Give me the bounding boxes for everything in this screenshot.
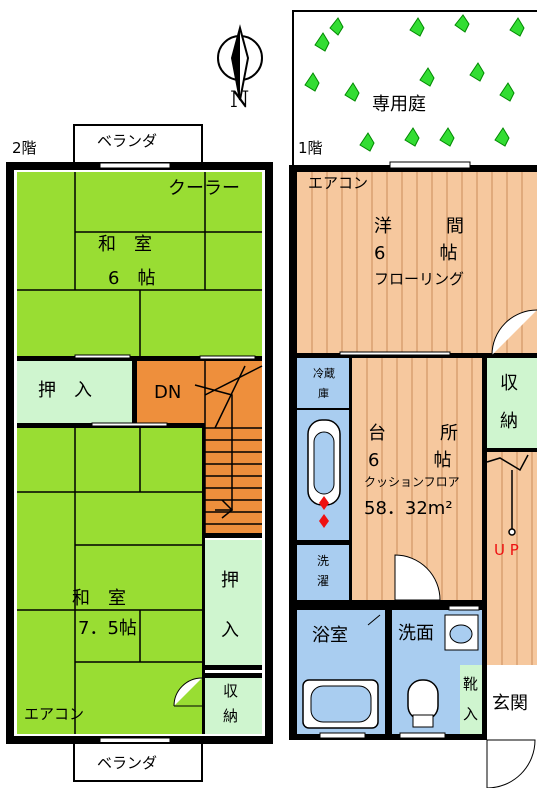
laundry-bottom: 濯: [317, 574, 330, 588]
tree-icon: [329, 17, 344, 36]
washitsu-7-5-size: 7．5帖: [78, 618, 137, 639]
kitchen-line3: クッションフロア: [364, 475, 460, 489]
compass-north-label: N: [230, 88, 250, 113]
bath-label: 浴室: [312, 625, 348, 646]
garden-label: 専用庭: [372, 94, 426, 115]
oshiire-1-label: 押 入: [38, 380, 92, 401]
storage-2f-bottom: 納: [223, 707, 239, 725]
tree-icon: [439, 127, 455, 147]
aircon-2f-label: エアコン: [24, 705, 85, 723]
storage-2f-top: 収: [223, 682, 239, 700]
tree-icon: [494, 127, 510, 147]
aircon-1f-label: エアコン: [308, 174, 369, 192]
washroom-label: 洗面: [398, 623, 434, 644]
tree-icon: [499, 82, 515, 102]
down-label: DN: [154, 382, 182, 403]
tree-icon: [454, 14, 470, 33]
tree-icon: [314, 32, 330, 52]
shoe-storage: [460, 665, 482, 735]
storage-1f-bottom: 納: [500, 411, 518, 432]
tree-icon: [419, 67, 435, 87]
tree-icon: [469, 62, 485, 82]
storage-1f-room: [487, 358, 537, 448]
tree-icon: [404, 127, 420, 147]
laundry-top: 洗: [317, 554, 330, 568]
shoes-bottom: 入: [463, 705, 479, 723]
floor2-label: 2階: [12, 139, 37, 157]
up-label: U P: [494, 541, 519, 559]
area-label: 58．32m²: [364, 498, 453, 519]
washitsu-7-5-name: 和 室: [72, 588, 126, 609]
oshiire-2-bottom: 入: [221, 620, 239, 641]
floor1-label: 1階: [298, 139, 323, 157]
youma-line2: 6 帖: [374, 243, 458, 264]
balcony-bottom-label: ベランダ: [97, 754, 158, 772]
compass-icon: [217, 24, 263, 101]
fridge-top: 冷蔵: [313, 367, 335, 380]
balcony-bottom: ベランダ: [73, 742, 203, 782]
tree-icon: [359, 132, 375, 152]
fridge-area: [297, 358, 349, 408]
youma-line1: 洋 間: [374, 216, 464, 237]
oshiire-2-top: 押: [221, 570, 239, 591]
washitsu-7-5-room: [17, 428, 202, 734]
washitsu-6-size: 6 帖: [108, 268, 156, 289]
storage-2f-room: [205, 678, 262, 734]
tree-icon: [509, 17, 525, 37]
youma-line3: フローリング: [374, 270, 465, 288]
balcony-top: ベランダ: [73, 124, 203, 164]
tree-icon: [304, 72, 320, 92]
laundry-area: [297, 545, 349, 600]
tree-icon: [409, 17, 425, 37]
tree-icon: [344, 82, 360, 102]
washitsu-6-name: 和 室: [98, 234, 152, 255]
fridge-bottom: 庫: [318, 387, 329, 400]
kitchen-line1: 台 所: [368, 423, 458, 444]
storage-1f-top: 収: [500, 373, 518, 394]
entrance-label: 玄関: [492, 693, 528, 714]
oshiire-2-room: [205, 540, 262, 665]
oshiire-1-room: [17, 361, 132, 423]
balcony-top-label: ベランダ: [97, 132, 158, 150]
shoes-top: 靴: [463, 675, 479, 693]
compass: N: [210, 20, 270, 115]
cooler-label: クーラー: [168, 178, 240, 199]
kitchen-line2: 6 帖: [368, 450, 452, 471]
